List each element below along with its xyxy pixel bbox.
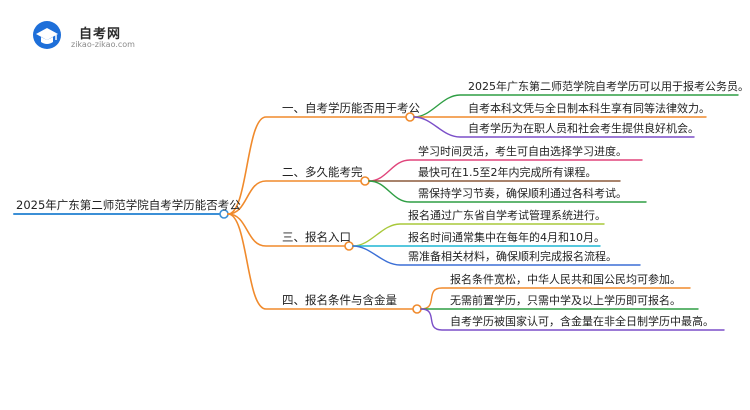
- leaf-label: 报名时间通常集中在每年的4月和10月。: [408, 231, 605, 244]
- leaf-label: 2025年广东第二师范学院自考学历可以用于报考公务员。: [468, 80, 749, 93]
- leaf-label: 学习时间灵活，考生可自由选择学习进度。: [418, 145, 627, 158]
- leaf-connector: [413, 94, 739, 118]
- branch-connector: [227, 180, 362, 215]
- branch-connector: [227, 116, 407, 215]
- branch-connector: [227, 213, 346, 247]
- site-name: 自考网: [79, 27, 122, 42]
- branch-label: 四、报名条件与含金量: [282, 293, 397, 307]
- leaf-label: 需保持学习节奏，确保顺利通过各科考试。: [418, 187, 627, 200]
- graduation-cap-logo-icon: [33, 21, 61, 49]
- root-topic: 2025年广东第二师范学院自考学历能否考公: [16, 198, 241, 212]
- leaf-connector: [413, 116, 695, 138]
- branch-label: 三、报名入口: [282, 230, 351, 244]
- leaf-connector: [368, 180, 647, 203]
- branch-connector: [227, 213, 414, 310]
- leaf-label: 自考本科文凭与全日制本科生享有同等法律效力。: [468, 102, 710, 115]
- leaf-connector: [368, 159, 643, 182]
- leaf-label: 需准备相关材料，确保顺利完成报名流程。: [408, 250, 617, 263]
- leaf-connector: [352, 245, 641, 266]
- leaf-label: 自考学历为在职人员和社会考生提供良好机会。: [468, 122, 699, 135]
- branch-label: 一、自考学历能否用于考公: [282, 101, 420, 115]
- branch-label: 二、多久能考完: [282, 165, 363, 179]
- site-logo[interactable]: 自考网 zikao-zikao.com: [30, 18, 150, 52]
- site-url: zikao-zikao.com: [71, 40, 135, 49]
- leaf-connector: [420, 287, 691, 310]
- leaf-label: 报名通过广东省自学考试管理系统进行。: [408, 209, 606, 222]
- leaf-connector: [352, 223, 605, 247]
- leaf-label: 最快可在1.5至2年内完成所有课程。: [418, 166, 597, 179]
- leaf-connector: [420, 308, 725, 331]
- branch-node-dot: [412, 304, 422, 314]
- leaf-label: 无需前置学历，只需中学及以上学历即可报名。: [450, 294, 681, 307]
- leaf-label: 自考学历被国家认可，含金量在非全日制学历中最高。: [450, 315, 714, 328]
- leaf-label: 报名条件宽松，中华人民共和国公民均可参加。: [450, 273, 681, 286]
